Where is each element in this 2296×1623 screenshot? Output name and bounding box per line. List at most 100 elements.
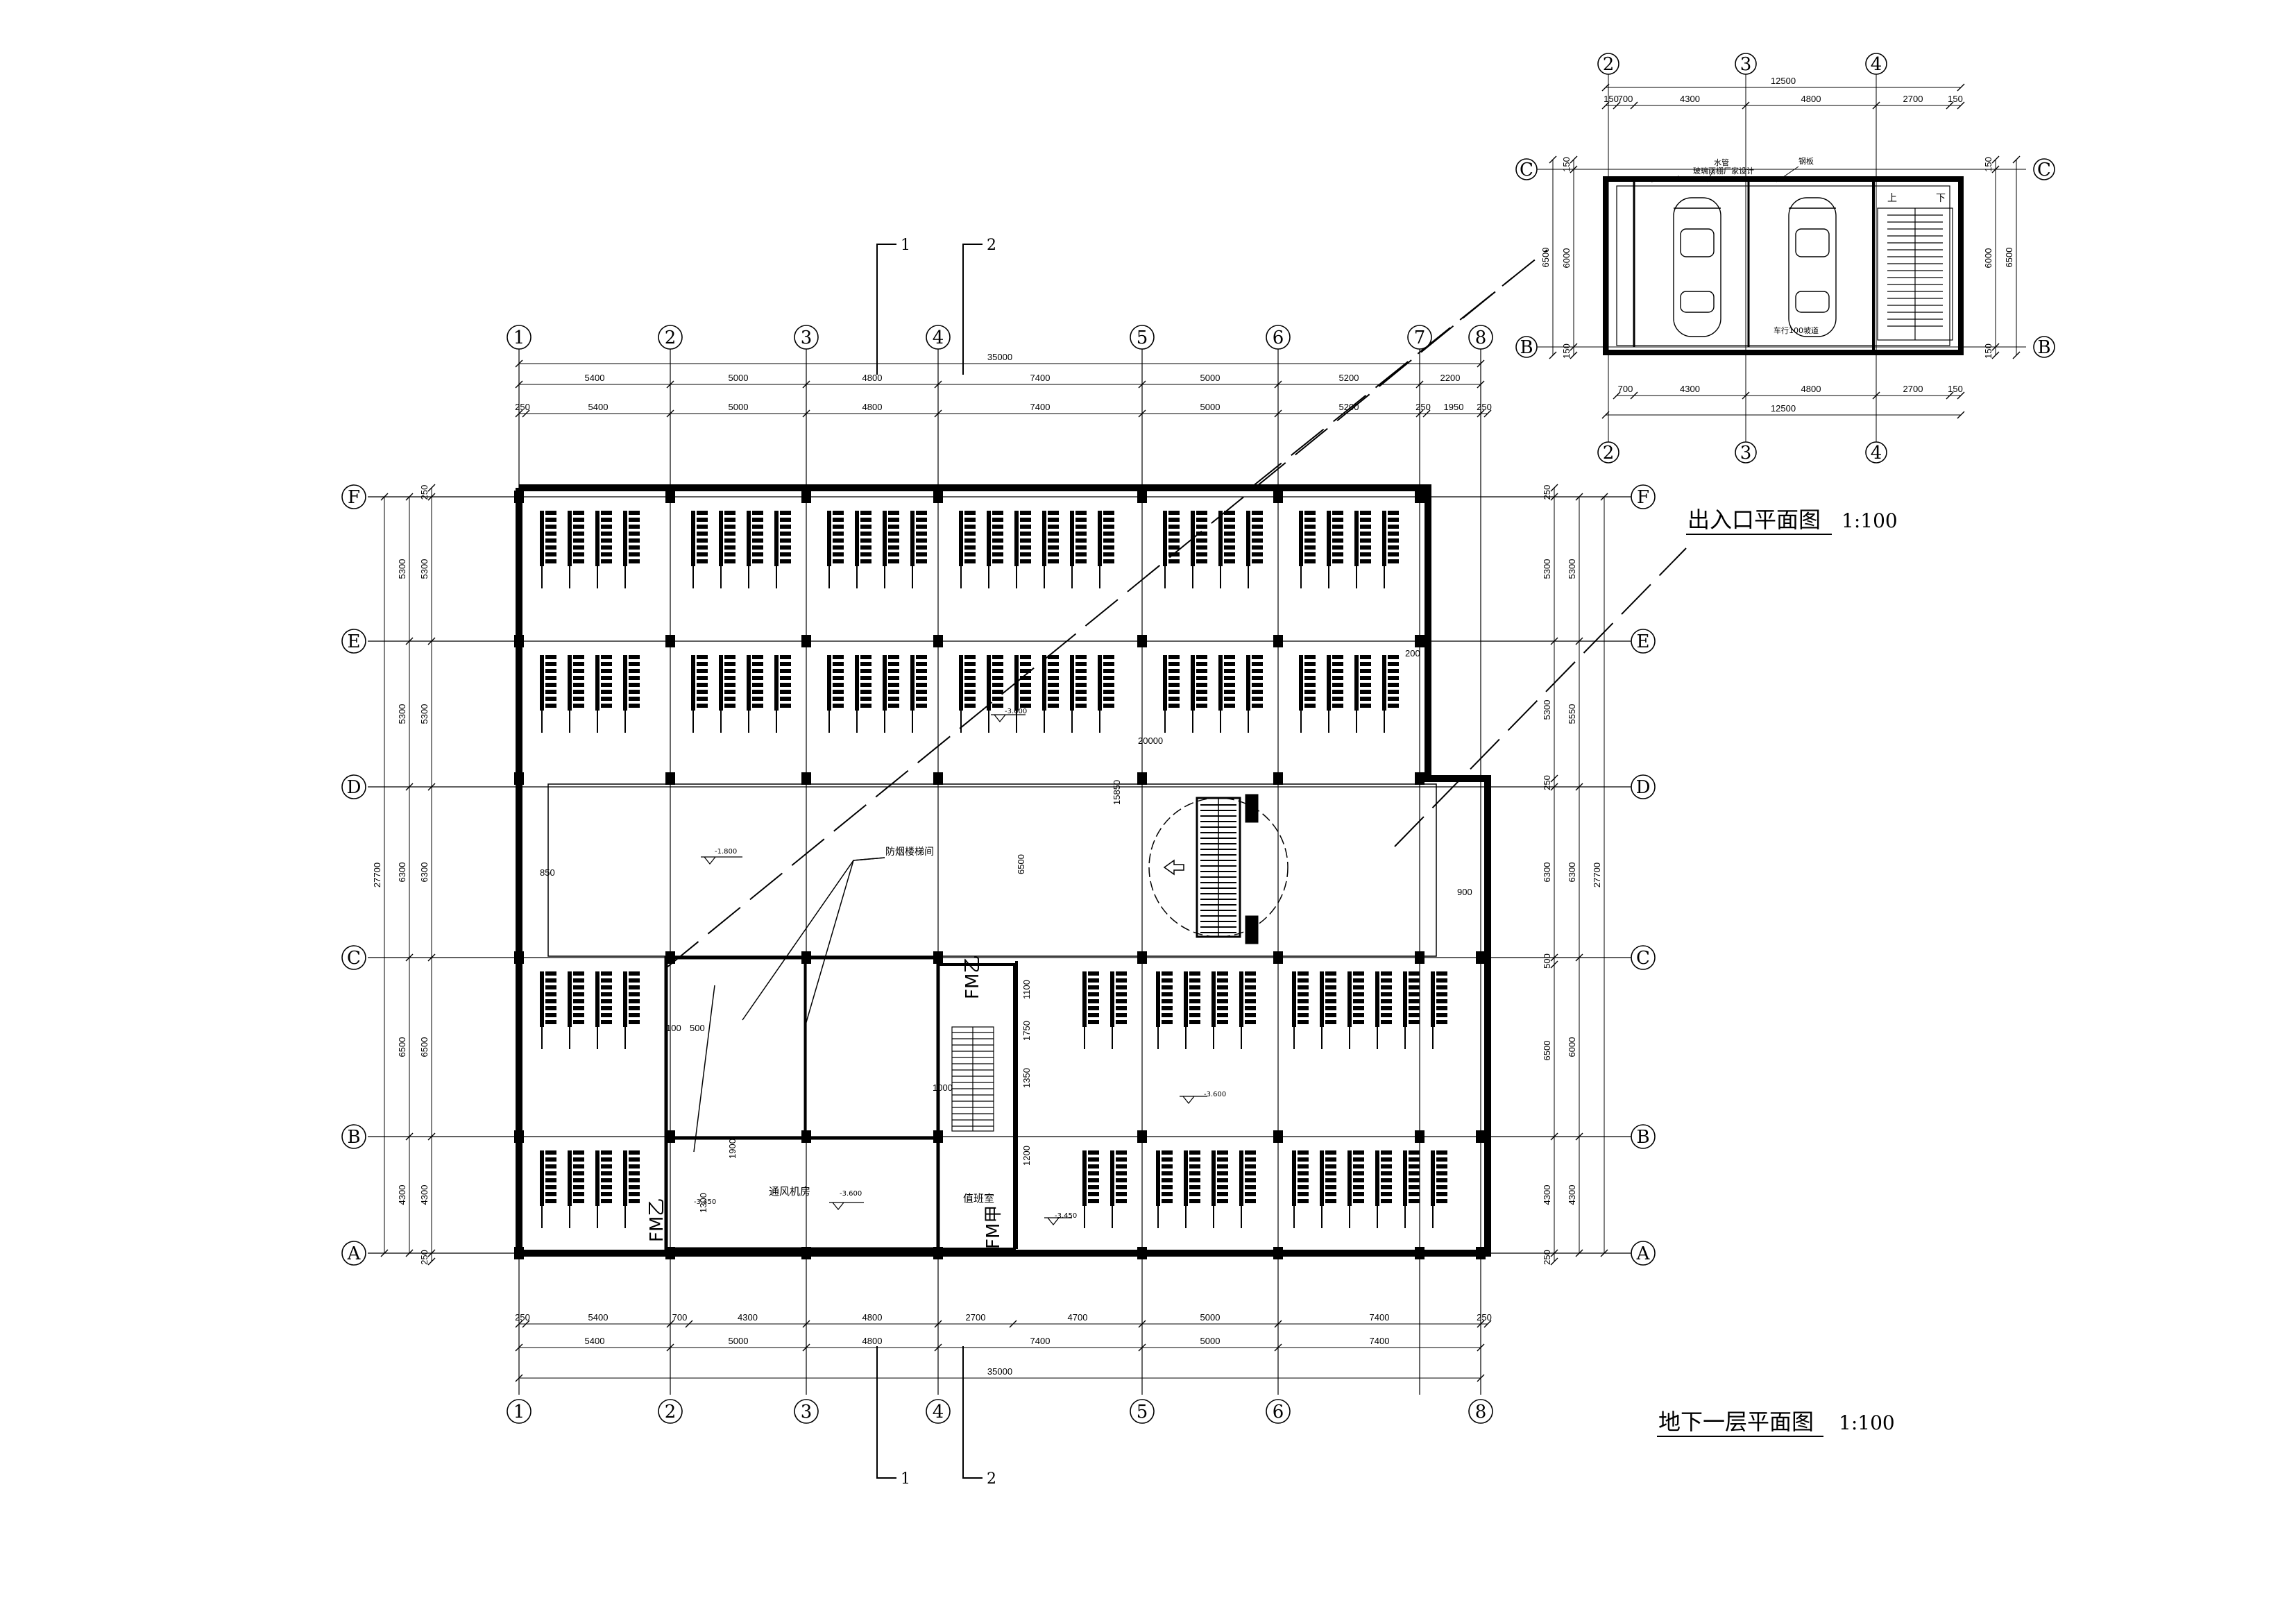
bottom-dim-2-text-1: 5000 (729, 1336, 749, 1346)
right-dim-outer-text-4: 6300 (1542, 863, 1552, 883)
right-dim-inner-text-2: 6300 (1567, 863, 1577, 883)
parking-stall (595, 655, 612, 733)
entrance-leaders (1651, 166, 1799, 182)
top-dim-2-tick (515, 409, 523, 418)
car-icon (1673, 197, 1721, 337)
section-cut-marks (876, 244, 983, 1479)
right-dim-outer-tick (1550, 1257, 1558, 1266)
parking-stall (883, 511, 899, 588)
top-dim-2-tick (934, 409, 942, 418)
top-dim-1-tick (1477, 380, 1485, 389)
entrance-axis-right-0-label: C (2037, 160, 2051, 180)
interior-dim-5: 200 (1405, 648, 1420, 658)
ent-left-total-text-0: 6500 (1540, 248, 1551, 268)
ent-right-dims-text-2: 150 (1983, 343, 1993, 359)
column (801, 772, 811, 785)
parking-stall (1299, 511, 1316, 588)
axis-bubble-bottom-2: 2 (658, 1399, 683, 1424)
right-total-dim-tick (1600, 1249, 1608, 1257)
right-dim-outer-tick (1550, 484, 1558, 492)
left-dim-outer-tick (405, 1132, 414, 1141)
ent-right-total-text-0: 6500 (2004, 248, 2014, 268)
interior-dim-12: 1000 (933, 1082, 953, 1093)
parking-stall (1070, 511, 1087, 588)
bottom-dim-2-text-3: 7400 (1030, 1336, 1051, 1346)
left-dim-outer-text-2: 6300 (397, 863, 407, 883)
parking-stall (1098, 655, 1114, 733)
ent-right-dims-tick (1991, 155, 2000, 164)
left-dim-inner-tick (427, 1132, 436, 1141)
top-dim-2-tick (802, 409, 810, 418)
parking-stall (1163, 511, 1180, 588)
ent-right-dims-tick (1991, 165, 2000, 173)
top-dim-2-text-4: 7400 (1030, 402, 1051, 412)
column (1415, 635, 1425, 647)
column (1273, 772, 1283, 785)
parking-stall (1347, 971, 1364, 1049)
right-dim-inner-tick (1575, 953, 1583, 962)
ent-right-dims-text-0: 150 (1983, 157, 1993, 172)
parking-stall (747, 511, 763, 588)
axis-bubble-right-5-label: A (1636, 1243, 1651, 1264)
parking-stall (987, 655, 1003, 733)
axis-bubble-left-1: E (341, 629, 366, 654)
parking-stall (1014, 655, 1031, 733)
ent-bottom-total-tick (1957, 411, 1965, 419)
top-dim-2-tick (1483, 409, 1492, 418)
parking-stall (1014, 511, 1031, 588)
right-dim-outer-text-6: 6500 (1542, 1041, 1552, 1061)
parking-stall (691, 511, 708, 588)
entrance-stair (1877, 207, 1953, 341)
ent-bottom-dims-text-4: 150 (1948, 384, 1963, 394)
left-dim-outer-tick (405, 637, 414, 645)
ent-left-dims-tick (1570, 165, 1578, 173)
bottom-dim-1-text-1: 5400 (588, 1312, 609, 1323)
core-rooms (664, 955, 1018, 1251)
axis-bubble-left-4: B (341, 1124, 366, 1149)
column (514, 951, 524, 964)
parking-stall (1382, 511, 1399, 588)
parking-stall (959, 511, 976, 588)
column (514, 1247, 524, 1259)
top-dim-1-tick (934, 380, 942, 389)
bottom-total-dim-tick (515, 1374, 523, 1382)
parking-stall (1239, 1150, 1256, 1228)
axis-bubble-left-1-label: E (348, 631, 361, 652)
parking-stall (1082, 971, 1099, 1049)
door-label-fm-yi: FM乙 (962, 955, 983, 999)
ent-left-total-tick (1549, 155, 1557, 164)
interior-dim-7: 1750 (1021, 1021, 1032, 1041)
parking-stall (1320, 1150, 1336, 1228)
parking-stall (1042, 511, 1059, 588)
column (1137, 491, 1147, 503)
bottom-dim-2-tick (1274, 1343, 1282, 1352)
structural-columns (514, 491, 1486, 1259)
axis-bubble-top-4-label: 4 (933, 328, 944, 348)
right-total-dim-tick (1600, 493, 1608, 501)
axis-bubble-top-5-label: 5 (1137, 328, 1148, 348)
axis-bubble-right-1: E (1631, 629, 1656, 654)
bottom-dim-1-tick (1274, 1320, 1282, 1328)
parking-stall (855, 655, 871, 733)
section-mark-1-top: 1 (901, 237, 910, 254)
axis-bubble-bottom-8: 8 (1468, 1399, 1493, 1424)
top-dim-2-text-8: 1950 (1444, 402, 1464, 412)
top-dim-2-text-5: 5000 (1200, 402, 1221, 412)
entrance-note-ramp: 车行100坡道 (1774, 325, 1819, 335)
entrance-axis-top-1: 3 (1735, 53, 1757, 75)
section-mark-1-bottom: 1 (901, 1470, 910, 1488)
parking-stall (910, 655, 927, 733)
axis-bubble-bottom-2-label: 2 (665, 1402, 677, 1422)
entrance-axis-bottom-2-label: 4 (1871, 443, 1882, 464)
ent-bottom-dims-tick (1742, 391, 1750, 400)
section-mark-2-top: 2 (987, 237, 996, 254)
top-total-dim-tick (515, 359, 523, 368)
top-dim-1-text-1: 5000 (729, 373, 749, 383)
axis-bubble-bottom-3-label: 3 (801, 1402, 813, 1422)
left-dim-inner-tick (427, 953, 436, 962)
column (1273, 1130, 1283, 1143)
right-dim-inner-text-0: 5300 (1567, 559, 1577, 579)
stair-up-label: 上 (1887, 193, 1897, 204)
axis-bubble-top-3-label: 3 (801, 328, 813, 348)
